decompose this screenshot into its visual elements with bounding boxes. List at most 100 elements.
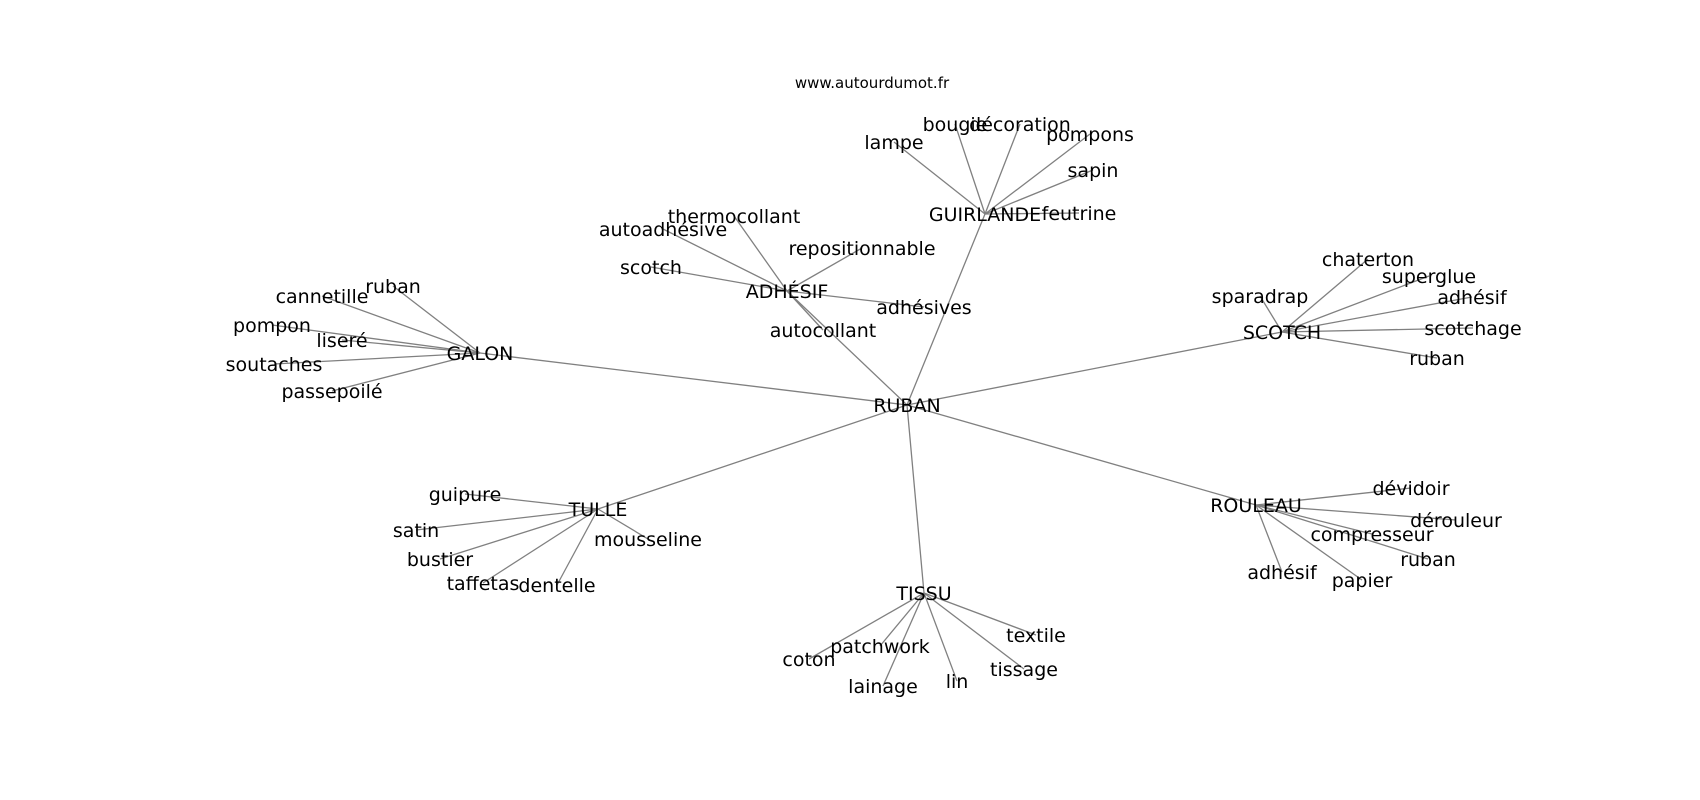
leaf-node-label: ruban [365, 276, 421, 298]
edge-adhesif-leaf [650, 266, 788, 292]
edge-tulle-leaf [597, 508, 649, 540]
edge-rouleau-leaf [1255, 487, 1412, 506]
leaf-node-label: adhésives [876, 297, 971, 319]
leaf-node-label: tissage [990, 659, 1058, 681]
edge-tissu-leaf [923, 592, 1037, 636]
leaf-node-label: adhésif [1247, 562, 1318, 584]
edges-layer [271, 123, 1474, 687]
edge-tissu-leaf [923, 592, 958, 682]
edge-root-rouleau [906, 404, 1257, 506]
leaf-node-label: dérouleur [1410, 510, 1502, 532]
root-node-label: RUBAN [873, 395, 940, 417]
leaf-node-label: lampe [864, 132, 923, 154]
edge-adhesif-leaf [733, 215, 788, 292]
edge-scotch-leaf [1281, 275, 1430, 333]
hub-node-label-guirlande: GUIRLANDE [929, 204, 1041, 226]
edge-rouleau-leaf [1255, 504, 1429, 560]
edge-guirlande-leaf [954, 123, 986, 215]
leaf-node-label: patchwork [830, 636, 930, 658]
edge-galon-leaf [271, 324, 481, 354]
edge-root-tissu [906, 404, 925, 594]
edge-tissu-leaf [808, 592, 925, 660]
edge-scotch-leaf [1281, 258, 1369, 333]
leaf-node-label: scotchage [1424, 318, 1521, 340]
leaf-node-label: ruban [1400, 549, 1456, 571]
leaf-node-label: ruban [1409, 348, 1465, 370]
leaf-node-label: textile [1006, 625, 1066, 647]
leaf-node-label: compresseur [1310, 524, 1433, 546]
leaf-node-label: autocollant [770, 320, 877, 342]
edge-guirlande-leaf [984, 169, 1094, 215]
leaf-node-label: superglue [1382, 266, 1476, 288]
edge-guirlande-leaf [984, 133, 1091, 215]
labels-layer: RUBANGUIRLANDElampebougiedécorationpompo… [226, 114, 1522, 698]
edge-adhesif-leaf [786, 247, 863, 292]
leaf-node-label: bougie [923, 114, 988, 136]
edge-galon-leaf [392, 285, 481, 354]
edge-guirlande-leaf [984, 212, 1080, 215]
hub-node-label-galon: GALON [447, 343, 514, 365]
leaf-node-label: satin [393, 520, 439, 542]
edge-galon-leaf [273, 352, 481, 365]
leaf-node-label: coton [782, 649, 835, 671]
leaf-node-label: guipure [429, 484, 502, 506]
leaf-node-label: cannetille [276, 286, 369, 308]
leaf-node-label: dévidoir [1372, 478, 1449, 500]
leaf-node-label: pompons [1046, 124, 1134, 146]
leaf-node-label: feutrine [1042, 203, 1117, 225]
leaf-node-label: repositionnable [788, 238, 935, 260]
edge-scotch-leaf [1281, 331, 1438, 359]
leaf-node-label: autoadhésive [599, 219, 727, 241]
edge-tissu-leaf [923, 592, 1025, 670]
leaf-node-label: soutaches [226, 354, 323, 376]
leaf-node-label: dentelle [518, 575, 595, 597]
edge-rouleau-leaf [1255, 504, 1283, 573]
hub-node-label-rouleau: ROULEAU [1210, 495, 1302, 517]
edge-tissu-leaf [882, 592, 925, 687]
leaf-node-label: lainage [848, 676, 918, 698]
edge-tulle-leaf [464, 493, 599, 510]
edge-adhesif-leaf [786, 290, 925, 308]
leaf-node-label: thermocollant [668, 206, 801, 228]
edge-root-tulle [597, 404, 908, 510]
edge-adhesif-leaf [662, 228, 788, 292]
edge-root-scotch [906, 331, 1283, 406]
leaf-node-label: liseré [316, 330, 367, 352]
source-label: www.autourdumot.fr [795, 74, 950, 92]
edge-tulle-leaf [482, 508, 599, 584]
leaf-node-label: adhésif [1437, 287, 1508, 309]
edge-galon-leaf [321, 295, 481, 354]
edge-guirlande-leaf [893, 141, 986, 215]
leaf-node-label: mousseline [594, 529, 702, 551]
leaf-node-label: passepoilé [281, 381, 382, 403]
edge-scotch-leaf [1281, 327, 1474, 333]
hub-node-label-tissu: TISSU [895, 583, 951, 605]
leaf-node-label: sapin [1068, 160, 1119, 182]
leaf-node-label: pompon [233, 315, 311, 337]
edge-root-galon [479, 352, 908, 406]
hub-node-label-scotch: SCOTCH [1243, 322, 1321, 344]
edge-tulle-leaf [415, 508, 599, 531]
edge-galon-leaf [331, 352, 481, 392]
hub-node-label-adhesif: ADHÉSIF [746, 280, 829, 303]
edge-root-adhesif [786, 290, 908, 406]
edge-galon-leaf [341, 339, 481, 354]
edge-rouleau-leaf [1255, 504, 1373, 535]
edge-scotch-leaf [1259, 295, 1283, 333]
leaf-node-label: bustier [407, 549, 473, 571]
edge-tulle-leaf [556, 508, 599, 586]
leaf-node-label: taffetas [447, 573, 520, 595]
edge-rouleau-leaf [1255, 504, 1457, 521]
hub-node-label-tulle: TULLE [568, 499, 628, 521]
leaf-node-label: sparadrap [1212, 286, 1309, 308]
edge-adhesif-leaf [786, 290, 824, 331]
edge-tissu-leaf [879, 592, 925, 647]
leaf-node-label: décoration [969, 114, 1071, 136]
leaf-node-label: lin [946, 671, 969, 693]
edge-tulle-leaf [439, 508, 599, 560]
leaf-node-label: chaterton [1322, 249, 1414, 271]
edge-root-guirlande [906, 213, 986, 406]
edge-scotch-leaf [1281, 296, 1473, 333]
leaf-node-label: scotch [620, 257, 682, 279]
